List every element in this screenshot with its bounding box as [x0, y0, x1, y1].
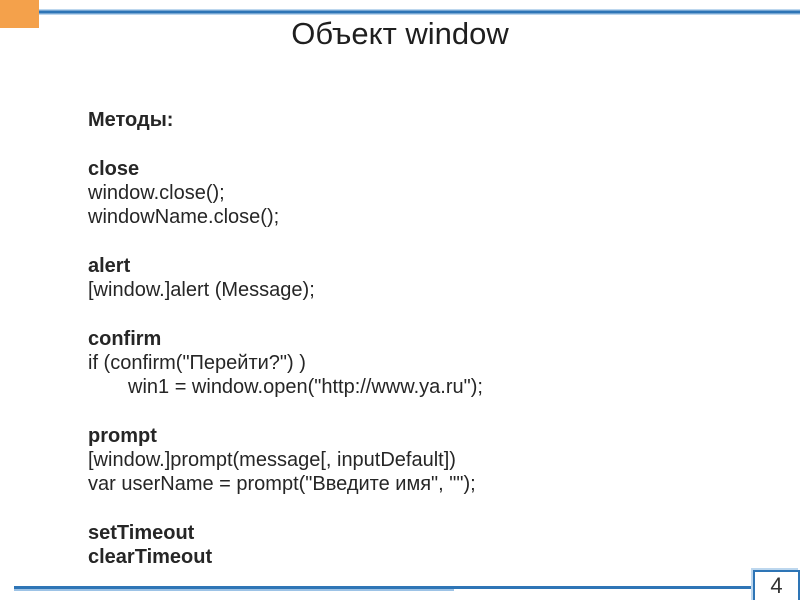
bottom-divider-rule-light: [14, 588, 454, 591]
blank-line: [88, 132, 483, 156]
accent-square: [0, 0, 39, 28]
page-number-box: 4: [753, 570, 800, 600]
method-heading-cleartimeout: clearTimeout: [88, 546, 213, 569]
code-line: windowName.close();: [88, 206, 280, 229]
blank-line: [88, 497, 483, 521]
code-line: [window.]alert (Message);: [88, 279, 315, 302]
slide-title: Объект window: [291, 16, 509, 51]
page-number: 4: [770, 573, 783, 598]
blank-line: [88, 400, 483, 424]
code-line: window.close();: [88, 181, 225, 204]
slide-body: Методы: close window.close(); windowName…: [88, 108, 483, 570]
code-line: if (confirm("Перейти?") ): [88, 351, 306, 374]
code-line: [window.]prompt(message[, inputDefault]): [88, 449, 456, 472]
method-heading-alert: alert: [88, 254, 131, 277]
method-heading-close: close: [88, 157, 140, 180]
top-divider-rule: [39, 9, 800, 15]
method-heading-prompt: prompt: [88, 424, 157, 447]
bottom-divider-rule: [14, 586, 755, 589]
blank-line: [88, 229, 483, 253]
section-heading-methods: Методы:: [88, 109, 174, 131]
code-line-indented: win1 = window.open("http://www.ya.ru");: [128, 376, 483, 399]
code-line: var userName = prompt("Введите имя", "")…: [88, 473, 476, 496]
method-heading-settimeout: setTimeout: [88, 522, 195, 545]
blank-line: [88, 302, 483, 326]
method-heading-confirm: confirm: [88, 327, 162, 350]
